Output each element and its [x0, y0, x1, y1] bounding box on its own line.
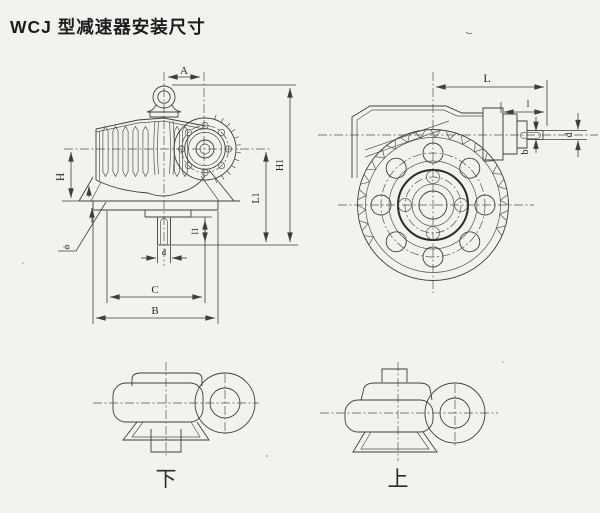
dim-label-h1: H1	[275, 159, 286, 171]
dim-label-h: H	[55, 173, 67, 181]
worm-wheel-end	[358, 130, 509, 281]
dim-label-l1-height: L1	[251, 192, 262, 203]
dim-label-c: C	[151, 284, 158, 296]
dim-label-l-small: l	[527, 99, 530, 110]
dim-label-l: L	[483, 71, 490, 85]
base-leader: φ	[58, 186, 106, 251]
gear-housing	[79, 118, 234, 201]
eye-bolt	[147, 86, 181, 117]
side-housing	[352, 106, 527, 178]
side-view: L l d b	[318, 71, 598, 293]
rim-fin-teeth	[358, 130, 509, 245]
label-shaft-down: 下	[156, 468, 177, 491]
flange-fin-ticks	[215, 115, 241, 183]
shaft-key	[521, 132, 541, 138]
dim-label-b: B	[151, 305, 158, 317]
input-flange	[174, 115, 241, 183]
bottom-view-shaft-down: 下	[93, 362, 259, 491]
leader-label-phi: φ	[63, 244, 73, 249]
dim-label-d-front: d	[162, 247, 167, 257]
dim-l: L	[436, 71, 547, 126]
dim-label-d-side: d	[564, 133, 575, 138]
dim-d-front: d	[141, 246, 187, 263]
dim-c: C	[107, 211, 205, 303]
page-title: WCJ 型减速器安装尺寸	[10, 17, 206, 37]
dim-l1-height: L1	[251, 152, 269, 242]
bottom-view-shaft-up: 上	[320, 362, 498, 491]
dim-label-l1-shaft: l1	[190, 227, 200, 234]
dim-d-side: d	[543, 113, 587, 157]
dim-l1-shaft: l1	[171, 217, 299, 245]
dim-a: A	[168, 65, 200, 80]
front-view: A H φ l1 d	[55, 65, 298, 324]
label-shaft-up: 上	[388, 468, 409, 491]
dim-l-small: l	[501, 99, 544, 115]
dim-b-key: b	[520, 117, 539, 155]
dim-h1: H1	[275, 88, 293, 242]
base	[80, 201, 240, 217]
cover-bolt-holes	[371, 143, 495, 267]
dim-label-b-key: b	[520, 150, 531, 155]
dim-b: B	[93, 211, 218, 324]
dim-label-a: A	[180, 65, 188, 77]
dim-h: H	[55, 152, 80, 201]
output-shaft-down	[158, 217, 171, 245]
cooling-fins	[103, 127, 188, 177]
scan-noise	[22, 32, 504, 457]
flange-bolt-holes	[178, 122, 231, 175]
